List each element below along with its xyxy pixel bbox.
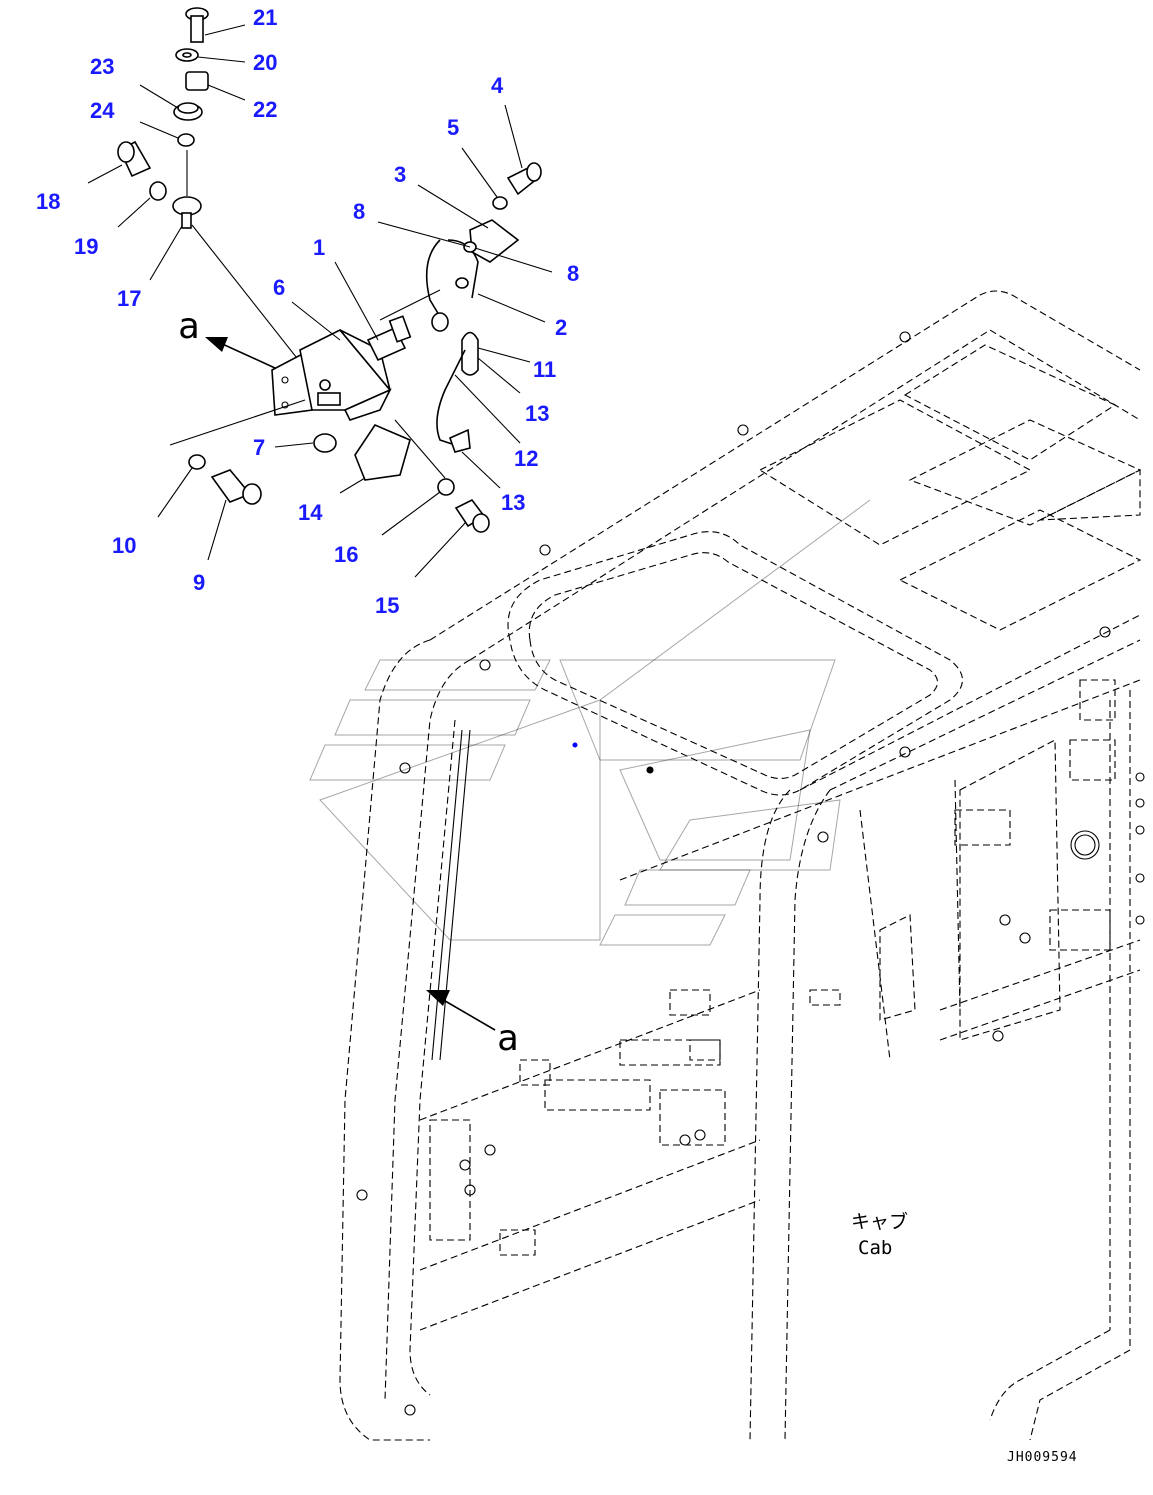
callout-5: 5 — [447, 115, 459, 140]
callout-21: 21 — [253, 5, 277, 30]
part-18-bolt — [117, 140, 152, 178]
cab-label-en: Cab — [858, 1237, 892, 1259]
watermark-logo — [309, 499, 871, 946]
callout-10: 10 — [112, 533, 136, 558]
callout-24: 24 — [90, 98, 115, 123]
cab-label-jp: キャブ — [851, 1210, 908, 1233]
callout-22: 22 — [253, 97, 277, 122]
part-3-plate — [469, 219, 520, 263]
leader-lines — [87, 24, 553, 1031]
view-label-a-top: a — [178, 306, 200, 347]
callout-14: 14 — [298, 500, 323, 525]
part-16-washer — [437, 478, 455, 496]
cab-body — [339, 290, 1145, 1441]
view-arrow-bottom — [426, 990, 450, 1006]
callout-16: 16 — [334, 542, 358, 567]
part-17-mount — [172, 196, 202, 229]
callout-19: 19 — [74, 234, 98, 259]
callout-15: 15 — [375, 593, 399, 618]
callout-1: 1 — [313, 235, 325, 260]
part-6-housing — [271, 329, 392, 421]
part-10-washer — [188, 454, 206, 470]
part-13-clamp — [448, 428, 471, 453]
view-label-a-bottom: a — [497, 1018, 519, 1059]
part-15-screw — [454, 498, 490, 533]
callout-13-lower: 13 — [501, 490, 525, 515]
callout-7: 7 — [253, 435, 265, 460]
part-9-bolt — [210, 469, 262, 505]
callout-labels: 21 20 22 23 24 18 19 17 4 5 3 8 8 1 2 6 … — [36, 5, 579, 618]
callout-9: 9 — [193, 570, 205, 595]
part-4-screw — [506, 162, 542, 196]
exploded-parts — [117, 7, 542, 533]
callout-20: 20 — [253, 50, 277, 75]
callout-8-right: 8 — [567, 261, 579, 286]
part-1-switch — [366, 315, 412, 362]
callout-4: 4 — [491, 73, 504, 98]
callout-11: 11 — [533, 357, 556, 382]
part-2-harness — [425, 239, 479, 332]
part-19-washer — [149, 181, 167, 201]
callout-17: 17 — [117, 286, 141, 311]
callout-8-left: 8 — [353, 199, 365, 224]
part-5-washer — [492, 196, 508, 210]
callout-6: 6 — [273, 275, 285, 300]
part-12-harness — [436, 349, 466, 446]
callout-2: 2 — [555, 315, 567, 340]
part-24-cap — [177, 133, 195, 147]
part-7-washer — [313, 433, 337, 453]
view-arrow-top — [205, 337, 228, 352]
callout-23: 23 — [90, 54, 114, 79]
part-11-clip — [461, 331, 479, 376]
drawing-code: JH009594 — [1007, 1450, 1078, 1465]
callout-12: 12 — [514, 446, 538, 471]
callout-13-upper: 13 — [525, 401, 549, 426]
callout-18: 18 — [36, 189, 60, 214]
callout-3: 3 — [394, 162, 406, 187]
part-14-cover — [354, 424, 411, 481]
part-21-bolt — [185, 7, 209, 43]
part-22-nut — [185, 71, 209, 91]
